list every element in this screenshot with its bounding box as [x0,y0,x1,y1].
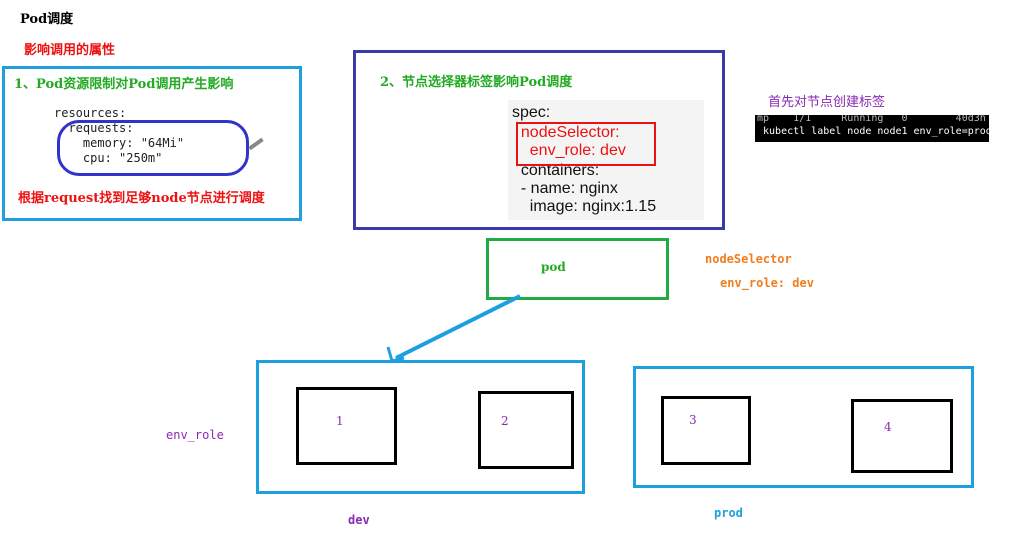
code-line-memory: memory: "64Mi" [54,136,185,150]
yaml-line-nodeselector: nodeSelector: [512,124,620,141]
terminal-line-command: kubectl label node node1 env_role=prod [757,125,989,137]
node-3-label: 3 [689,413,697,427]
prod-group-label: prod [714,506,743,520]
prod-node-group [633,366,974,488]
yaml-line-env-role: env_role: dev [512,142,626,159]
arrow-line [395,294,521,360]
code-line-cpu: cpu: "250m" [54,151,163,165]
dev-group-label: dev [348,513,370,527]
pod-box [486,238,669,300]
yaml-snippet: spec: nodeSelector: env_role: dev contai… [508,100,704,220]
arrow-head [386,346,405,363]
terminal-command-text: kubectl label node node1 env_role=prod [757,126,989,137]
resource-limit-label: 1、Pod资源限制对Pod调用产生影响 [14,77,234,92]
node-1-label: 1 [336,414,344,428]
env-role-label: env_role [166,428,224,442]
node-4 [851,399,953,473]
diagram-subtitle: 影响调用的属性 [24,43,116,58]
pod-label: pod [541,260,566,274]
resource-limit-box [2,66,302,221]
node-3 [661,396,751,465]
code-line-requests: requests: [54,121,134,135]
pod-nodeselector-value: env_role: dev [720,276,814,290]
create-label-note: 首先对节点创建标签 [768,95,886,110]
yaml-line-spec: spec: [512,104,551,121]
nodeselector-highlight-box [516,122,656,166]
node-2 [478,391,574,469]
request-note: 根据request找到足够node节点进行调度 [18,191,265,206]
node-2-label: 2 [501,414,509,428]
yaml-line-image: image: nginx:1.15 [512,198,657,215]
yaml-line-name: - name: nginx [512,180,618,197]
node-selector-box [353,50,725,230]
diagram-title: Pod调度 [20,12,74,27]
pod-nodeselector-key: nodeSelector [705,252,792,266]
node-4-label: 4 [884,420,892,434]
terminal-line-status: mp 1/1 Running 0 40d3h [757,115,986,124]
node-1 [296,387,397,465]
code-line-resources: resources: [54,106,127,120]
yaml-line-containers: containers: [512,162,600,179]
dev-node-group [256,360,585,494]
terminal-snippet: mp 1/1 Running 0 40d3h kubectl label nod… [755,115,989,142]
requests-highlight-oval [57,120,249,176]
node-selector-label: 2、节点选择器标签影响Pod调度 [380,75,573,90]
